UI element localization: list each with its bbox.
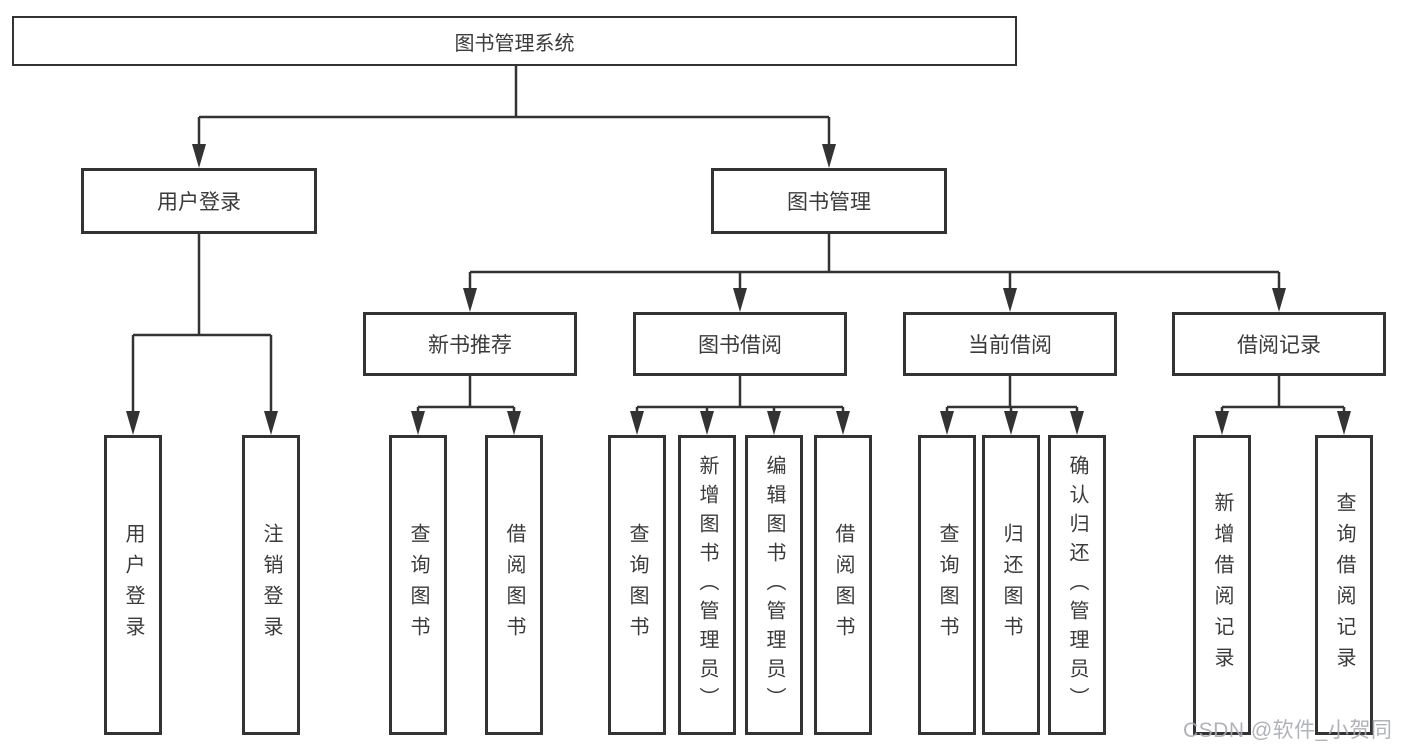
leaf-query-borrow-record: 查询借阅记录 xyxy=(1315,435,1373,735)
leaf-add-borrow-record: 新增借阅记录 xyxy=(1193,435,1251,735)
leaf-edit-books-admin: 编辑图书（管理员） xyxy=(745,435,803,735)
leaf-query-books-current: 查询图书 xyxy=(918,435,976,735)
node-current-borrow: 当前借阅 xyxy=(903,312,1117,376)
node-user-login: 用户登录 xyxy=(81,168,317,234)
csdn-watermark: CSDN @软件_小贺同学 xyxy=(1183,719,1393,742)
node-new-book-recommend: 新书推荐 xyxy=(363,312,577,376)
leaf-logout-login: 注销登录 xyxy=(242,435,300,735)
arrowheads xyxy=(126,144,1351,435)
leaf-user-login: 用户登录 xyxy=(104,435,162,735)
leaf-add-books-admin: 新增图书（管理员） xyxy=(678,435,736,735)
leaf-query-books-recommend: 查询图书 xyxy=(389,435,447,735)
leaf-borrow-books-borrow: 借阅图书 xyxy=(814,435,872,735)
leaf-confirm-return-admin: 确认归还（管理员） xyxy=(1048,435,1106,735)
leaf-return-books: 归还图书 xyxy=(982,435,1040,735)
node-book-borrow: 图书借阅 xyxy=(633,312,847,376)
node-borrow-records: 借阅记录 xyxy=(1172,312,1386,376)
node-book-management: 图书管理 xyxy=(711,168,947,234)
leaf-query-books-borrow: 查询图书 xyxy=(608,435,666,735)
node-root-system: 图书管理系统 xyxy=(12,16,1017,66)
leaf-borrow-books-recommend: 借阅图书 xyxy=(485,435,543,735)
